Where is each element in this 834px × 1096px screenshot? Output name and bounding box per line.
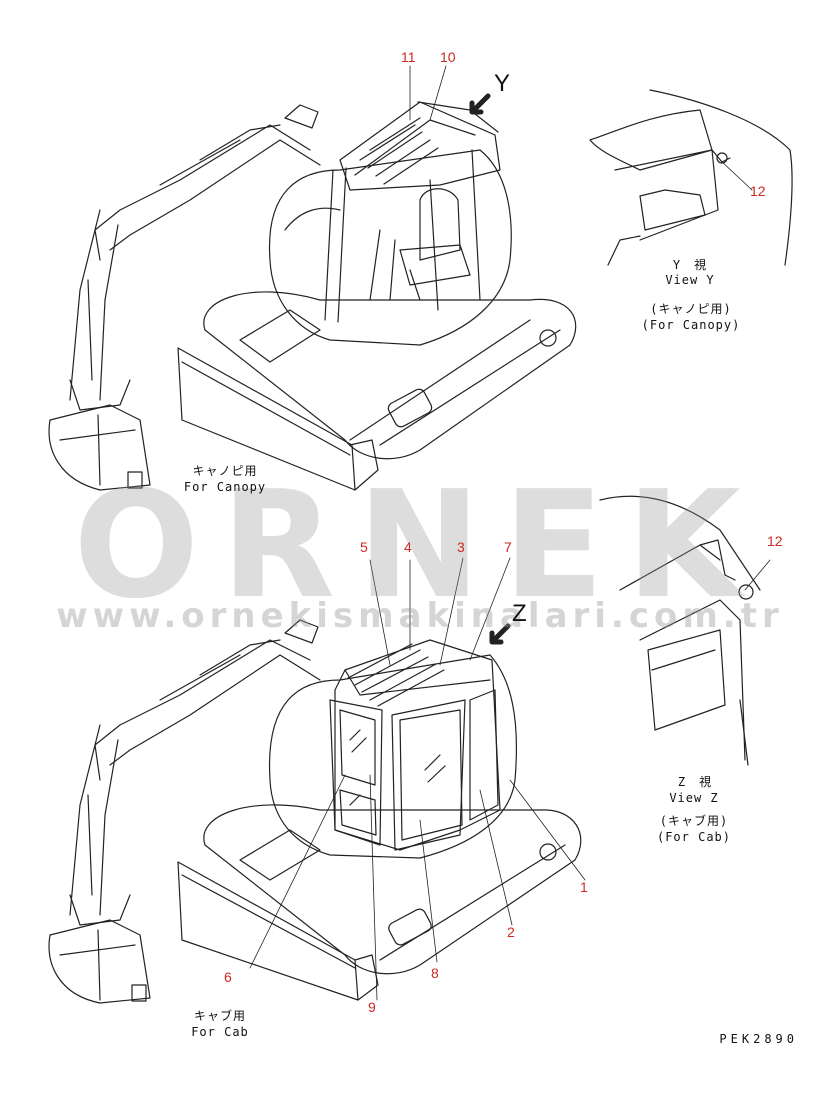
arrow-y-icon <box>469 93 491 115</box>
arrow-y-letter: Y <box>494 70 511 97</box>
excavator-cab <box>48 619 582 1004</box>
callout-8: 8 <box>431 965 439 981</box>
callout-10: 10 <box>440 49 456 65</box>
view-y-sub: View Y <box>665 273 715 287</box>
view-y-note-jp: (キャノピ用) <box>650 302 732 316</box>
callout-12-bottom: 12 <box>767 533 783 549</box>
watermark-brand: ORNEK <box>73 459 763 631</box>
view-z-note-en: (For Cab) <box>656 830 732 844</box>
callout-12-top: 12 <box>750 183 766 199</box>
label-cab-jp: キャブ用 <box>193 1009 246 1023</box>
view-y-detail <box>589 89 793 266</box>
label-cab-en: For Cab <box>191 1025 249 1039</box>
callout-7: 7 <box>504 539 512 555</box>
label-canopy-jp: キャノピ用 <box>192 464 258 478</box>
callout-11: 11 <box>401 49 416 65</box>
callout-3: 3 <box>457 539 465 555</box>
callout-1: 1 <box>580 879 588 895</box>
arrow-z-icon <box>489 623 511 645</box>
label-canopy-en: For Canopy <box>183 480 267 494</box>
callout-9: 9 <box>368 999 376 1015</box>
leaders-top <box>409 65 753 191</box>
view-z-detail <box>599 495 761 766</box>
view-z-sub: View Z <box>669 791 719 805</box>
callout-5: 5 <box>360 539 368 555</box>
watermark-url: www.ornekismakinalari.com.tr <box>56 596 784 636</box>
excavator-canopy <box>48 101 577 491</box>
drawing-code: PEK2890 <box>719 1032 798 1046</box>
view-y-note-en: (For Canopy) <box>641 318 741 332</box>
callout-2: 2 <box>507 924 515 940</box>
callout-4: 4 <box>404 539 412 555</box>
view-z-title: Z 視 <box>677 775 713 789</box>
leaders-bottom <box>249 557 771 1001</box>
view-y-title: Y 視 <box>672 258 708 272</box>
view-z-note-jp: (キャブ用) <box>659 814 729 828</box>
callout-6: 6 <box>224 969 232 985</box>
arrow-z-letter: Z <box>512 600 527 627</box>
